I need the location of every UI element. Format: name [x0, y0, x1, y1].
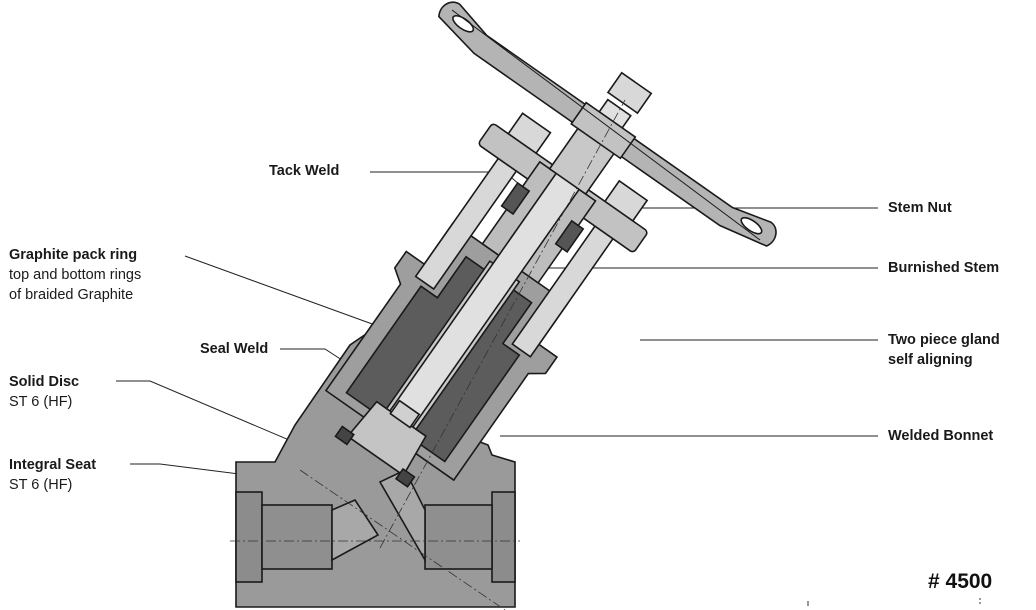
left-end-bore [235, 491, 263, 583]
seat-left [334, 425, 355, 446]
handwheel-nut [606, 71, 653, 115]
handwheel-hub [570, 101, 637, 160]
packing-ring-right [554, 219, 585, 253]
handwheel-hole-right [740, 216, 763, 235]
label-solid-disc: Solid Disc ST 6 (HF) [9, 372, 79, 412]
center-lines [230, 99, 626, 610]
label-welded-bonnet: Welded Bonnet [888, 428, 994, 444]
integral-seat-title: Integral Seat [9, 457, 97, 473]
label-graphite-pack-ring: Graphite pack ring top and bottom rings … [9, 245, 141, 305]
label-integral-seat: Integral Seat ST 6 (HF) [9, 455, 96, 495]
leader-seal-weld [280, 348, 346, 363]
label-stem-nut: Stem Nut [888, 200, 952, 216]
handwheel-tie-line [451, 9, 761, 241]
stem-center-line [379, 99, 626, 549]
graphite-title: Graphite pack ring [9, 247, 138, 263]
graphite-line2: top and bottom rings [9, 267, 142, 283]
valve-body [235, 328, 516, 608]
bonnet [324, 71, 653, 488]
graphite-line3: of braided Graphite [9, 287, 134, 303]
left-socket [261, 504, 333, 570]
disc-neck [389, 399, 421, 429]
right-socket [424, 504, 493, 570]
packing-ring-left [500, 181, 531, 216]
integral-seat-sub: ST 6 (HF) [9, 477, 73, 493]
label-two-piece-gland: Two piece gland self aligning [888, 330, 1000, 370]
label-burnished-stem: Burnished Stem [888, 260, 1000, 276]
model-number: # 4500 [928, 570, 993, 593]
gland-line2: self aligning [888, 352, 973, 368]
solid-disc-title: Solid Disc [9, 374, 80, 390]
outlet-passage [378, 468, 426, 563]
label-seal-weld: Seal Weld [200, 341, 269, 357]
inlet-passage [331, 498, 380, 562]
label-tack-weld: Tack Weld [269, 163, 340, 179]
right-end-bore [491, 491, 516, 583]
seat-right [394, 467, 416, 488]
gland-line1: Two piece gland [888, 332, 1000, 348]
solid-disc-sub: ST 6 (HF) [9, 394, 73, 410]
handwheel-hole-left [452, 14, 475, 33]
disc-center-line [299, 469, 506, 610]
